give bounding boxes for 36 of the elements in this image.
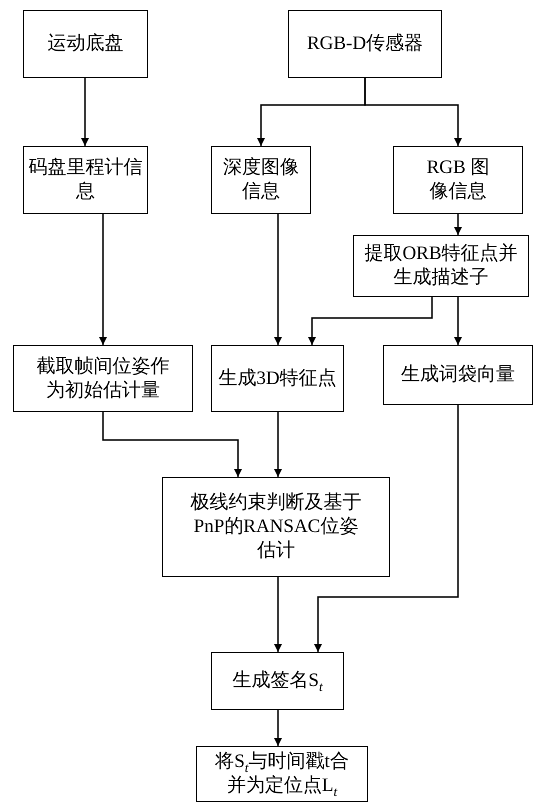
- arrow: [99, 214, 107, 345]
- arrow: [454, 297, 462, 345]
- process-box: [211, 345, 344, 412]
- arrow: [314, 405, 459, 652]
- process-box: [353, 235, 529, 297]
- arrow: [274, 577, 282, 652]
- process-box: [162, 477, 390, 577]
- arrow: [102, 412, 242, 477]
- box-label: 极线约束判断及基于PnP的RANSAC位姿估计: [190, 491, 362, 563]
- arrow: [274, 710, 282, 746]
- arrow: [364, 78, 462, 146]
- box-label: 深度图像信息: [222, 156, 300, 204]
- box-label: 生成签名S$_{t}$: [232, 669, 323, 693]
- arrow: [81, 78, 89, 146]
- box-label: 码盘里程计信息: [28, 156, 144, 204]
- arrow: [454, 214, 462, 235]
- box-label: 生成3D特征点: [218, 366, 337, 390]
- box-label: RGB 图像信息: [426, 156, 490, 204]
- box-label: 运动底盘: [48, 32, 124, 56]
- box-label: 截取帧间位姿作为初始估计量: [36, 354, 170, 402]
- process-box: [211, 146, 311, 214]
- box-label: 生成词袋向量: [401, 363, 515, 387]
- process-box: [393, 146, 523, 214]
- arrow: [274, 412, 282, 477]
- process-box: [211, 652, 344, 710]
- process-box: [383, 345, 533, 405]
- process-box: [23, 146, 148, 214]
- process-box: [288, 10, 442, 78]
- process-box: [23, 10, 148, 78]
- process-box: [196, 746, 368, 802]
- box-label: RGB-D传感器: [306, 32, 424, 56]
- box-label: 将S$_{t}$与时间戳t合并为定位点L$_{t}$: [214, 750, 350, 798]
- arrow: [274, 214, 282, 345]
- process-box: [13, 345, 193, 412]
- arrow: [308, 297, 433, 345]
- box-label: 提取ORB特征点并生成描述子: [363, 242, 519, 290]
